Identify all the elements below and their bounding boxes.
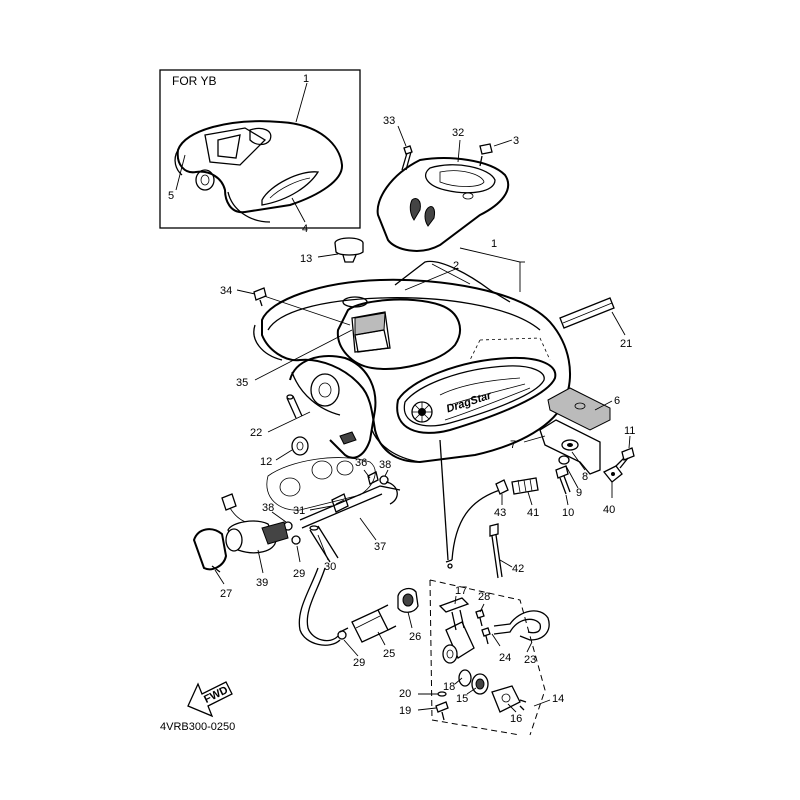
collar-9: [558, 455, 570, 465]
part-label-38-top: 38: [379, 459, 391, 471]
part-label-18: 18: [443, 681, 455, 693]
damper-12: [291, 436, 309, 456]
part-label-15: 15: [456, 693, 468, 705]
part-label-4: 4: [302, 223, 308, 235]
part-label-41: 41: [527, 507, 539, 519]
inset-title: FOR YB: [172, 74, 216, 88]
part-label-1-inset: 1: [303, 73, 309, 85]
part-label-2: 2: [453, 260, 459, 272]
forward-arrow-icon: FWD: [187, 681, 233, 718]
part-label-38-lower: 38: [262, 502, 274, 514]
fuel-tank-main: DragStar: [253, 260, 571, 464]
clip-36: [367, 471, 379, 485]
fuel-cock-14: [429, 579, 550, 736]
part-label-5: 5: [168, 190, 174, 202]
part-label-42: 42: [512, 563, 524, 575]
part-label-34: 34: [220, 285, 232, 297]
part-label-12: 12: [260, 456, 272, 468]
fuel-cap-13: [334, 237, 364, 263]
part-label-36: 36: [355, 457, 367, 469]
clip-34: [253, 287, 267, 307]
rubber-strip-21: [559, 297, 615, 329]
part-label-22: 22: [250, 427, 262, 439]
plate-7: [539, 419, 601, 475]
part-label-23: 23: [524, 654, 536, 666]
part-label-17: 17: [455, 585, 467, 597]
hose-22: [286, 394, 303, 419]
clip-31: [331, 493, 349, 513]
part-label-40: 40: [603, 504, 615, 516]
part-label-19: 19: [399, 705, 411, 717]
part-label-43: 43: [494, 507, 506, 519]
part-label-1-main: 1: [491, 238, 497, 250]
grommet-3: [479, 143, 493, 167]
nut-40: [602, 465, 623, 483]
part-label-27: 27: [220, 588, 232, 600]
bolt-10: [555, 465, 571, 495]
part-label-3: 3: [513, 135, 519, 147]
fuel-pump-39: [221, 493, 289, 554]
bracket-6: [547, 387, 611, 431]
part-label-13: 13: [300, 253, 312, 265]
part-label-28: 28: [478, 591, 490, 603]
clamp-38-top: [379, 475, 389, 485]
part-label-33: 33: [383, 115, 395, 127]
rod-42: [489, 523, 503, 579]
part-label-37: 37: [374, 541, 386, 553]
part-label-9: 9: [576, 487, 582, 499]
pump-cover-27: [192, 528, 228, 573]
part-label-16: 16: [510, 713, 522, 725]
adjuster-41: [511, 477, 539, 495]
part-label-24: 24: [499, 652, 511, 664]
cable-end-43: [495, 479, 509, 495]
bracket-assembly-left: [266, 457, 376, 511]
part-label-10: 10: [562, 507, 574, 519]
part-label-7: 7: [510, 439, 516, 451]
part-label-32: 32: [452, 127, 464, 139]
inset-for-yb: FOR YB 1 5 4: [159, 69, 361, 235]
part-label-25: 25: [383, 648, 395, 660]
part-label-39: 39: [256, 577, 268, 589]
inset-tank-drawing: [174, 120, 344, 223]
fuel-filter-25: [339, 604, 397, 643]
part-label-31: 31: [293, 505, 305, 517]
bolt-11: [615, 447, 635, 469]
part-label-29-lower: 29: [353, 657, 365, 669]
cap-26: [397, 587, 419, 613]
part-label-20: 20: [399, 688, 411, 700]
bolt-33: [401, 145, 413, 171]
drawing-code: 4VRB300-0250: [160, 721, 235, 733]
part-label-35: 35: [236, 377, 248, 389]
inset-frame: [159, 69, 361, 229]
part-label-11: 11: [624, 425, 635, 437]
part-label-21: 21: [620, 338, 632, 350]
part-label-8: 8: [582, 471, 588, 483]
part-label-29-upper: 29: [293, 568, 305, 580]
hose-30: [309, 525, 339, 563]
part-label-26: 26: [409, 631, 421, 643]
part-label-6: 6: [614, 395, 620, 407]
part-label-30: 30: [324, 561, 336, 573]
hose-37: [299, 481, 401, 529]
clamp-29-upper: [291, 535, 301, 545]
damper-8: [561, 439, 579, 451]
tank-cover-32: [376, 157, 510, 252]
clamp-29-lower: [337, 630, 347, 640]
part-label-14: 14: [552, 693, 564, 705]
